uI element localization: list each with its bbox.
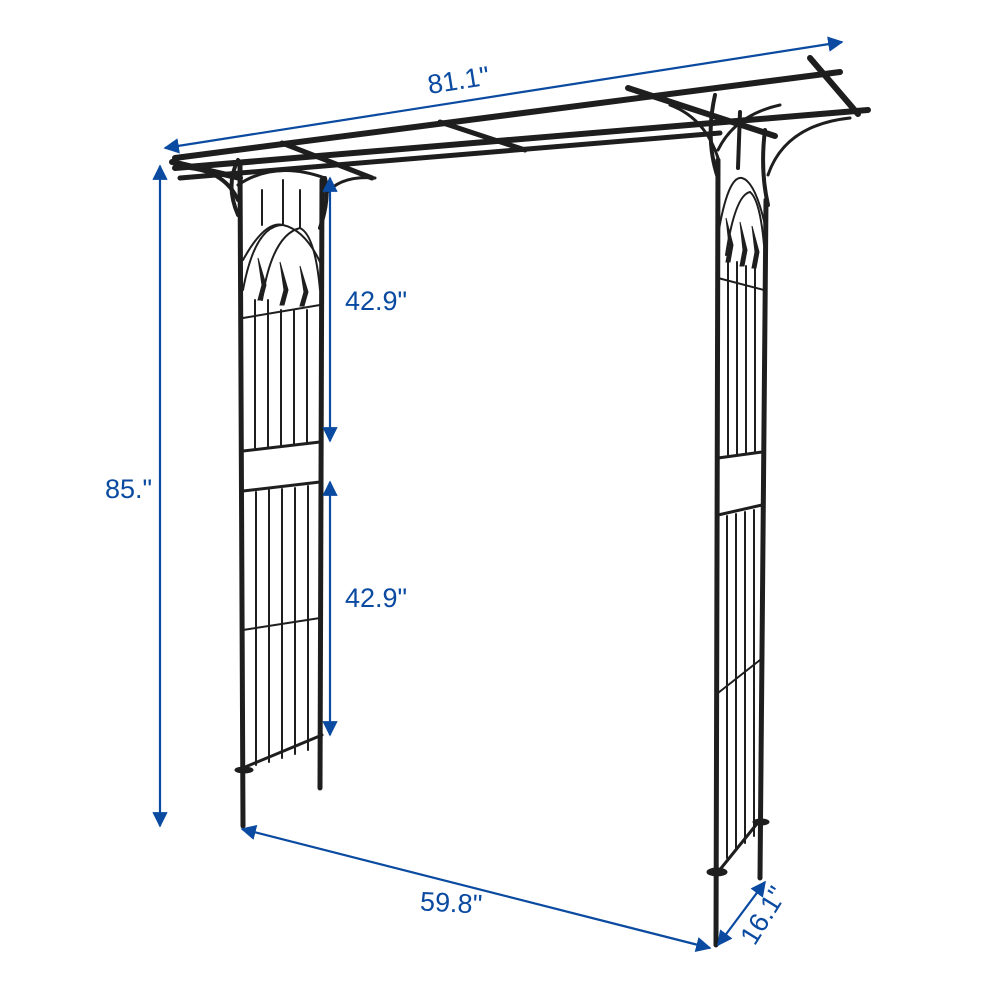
dim-line-base-width [240, 824, 712, 953]
dim-line-overall-width [163, 36, 844, 154]
lower-panel-height-label: 42.9" [345, 583, 408, 613]
overall-height-label: 85." [105, 474, 153, 504]
right-panel [706, 110, 770, 948]
dim-line-depth [717, 880, 766, 947]
dimension-lines [152, 36, 844, 953]
left-panel [234, 162, 325, 829]
upper-panel-height-label: 42.9" [345, 286, 408, 316]
base-width-label: 59.8" [419, 886, 483, 920]
